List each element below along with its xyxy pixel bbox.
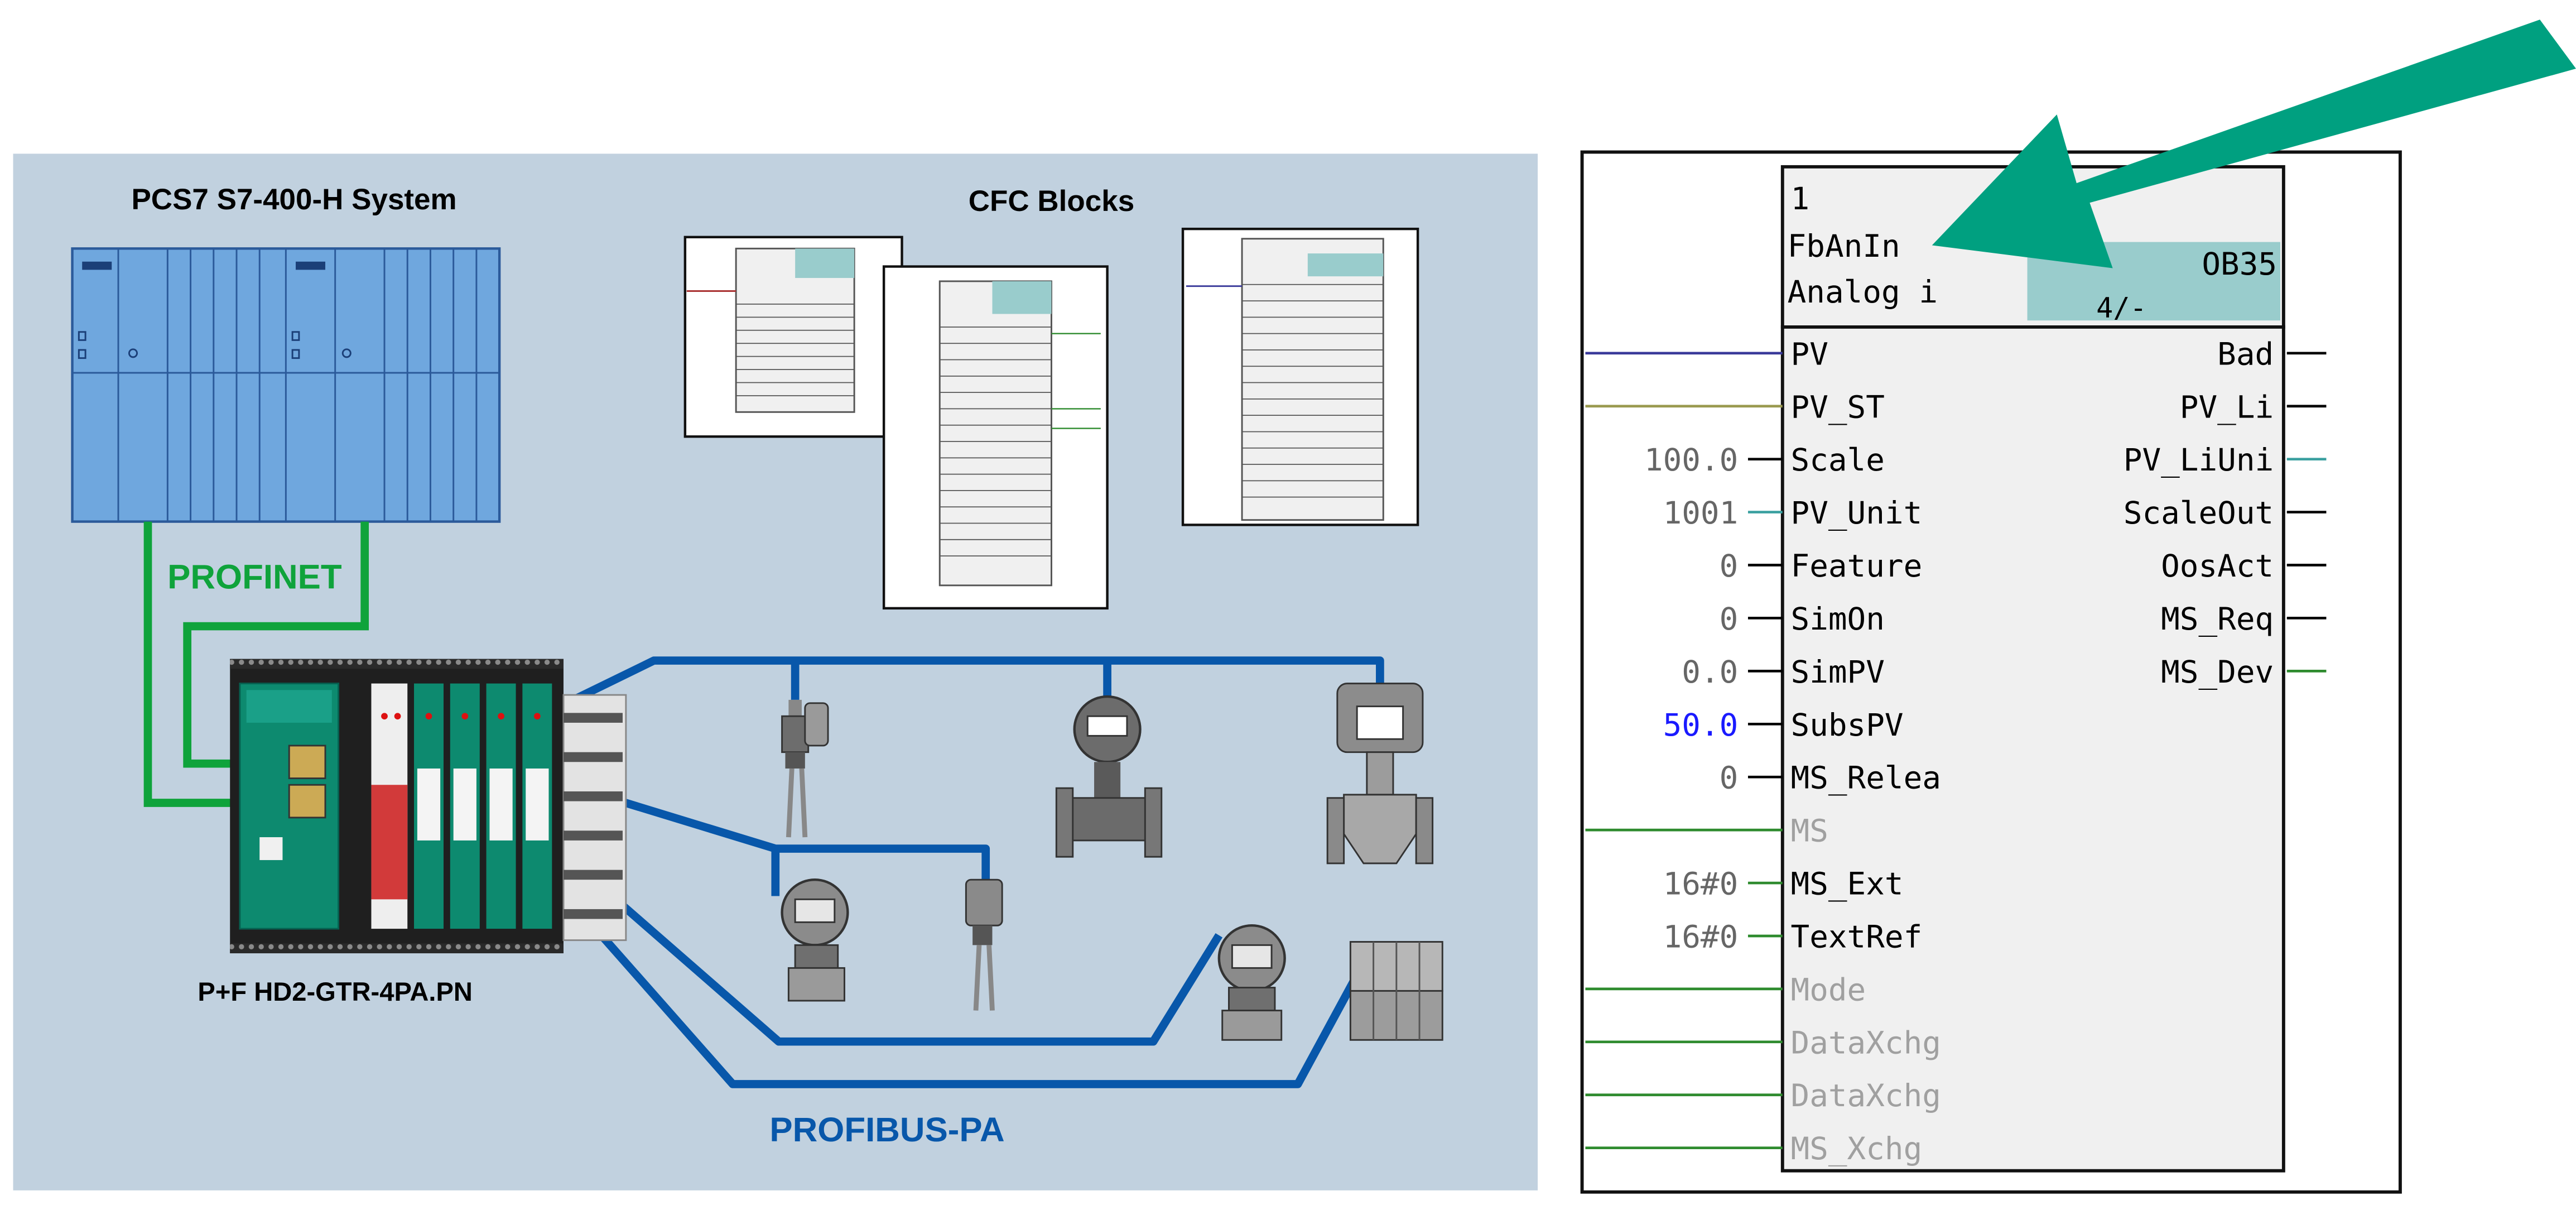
- input-pin-value: 0.0: [1682, 654, 1738, 690]
- output-pin-name: MS_Dev: [2161, 654, 2274, 690]
- block-name: Analog i: [1788, 274, 1938, 310]
- field-instrument-control-valve: [1326, 683, 1434, 865]
- gateway-label: P+F HD2-GTR-4PA.PN: [198, 977, 472, 1006]
- input-pin-value: 0: [1720, 601, 1739, 637]
- input-pin-name: MS: [1791, 813, 1828, 849]
- field-instrument-pressure-1: [781, 878, 849, 1002]
- cfc-thumbnail-1: [683, 236, 903, 438]
- field-instrument-level-switch-2: [965, 878, 1003, 1011]
- output-pin-name: OosAct: [2161, 548, 2274, 584]
- block-number: 1: [1791, 181, 1810, 217]
- output-pin-name: PV_LiUni: [2124, 442, 2274, 478]
- cfc-thumbnail-2: [882, 265, 1109, 610]
- plc-rack: [71, 247, 501, 523]
- output-pin-name: Bad: [2217, 336, 2274, 372]
- block-pins: PVPV_STScale100.0PV_Unit1001Feature0SimO…: [1585, 336, 2327, 1167]
- profibus-label: PROFIBUS-PA: [769, 1111, 1004, 1149]
- input-pin-value: 0: [1720, 760, 1739, 796]
- output-pin-name: MS_Req: [2161, 601, 2274, 637]
- input-pin-name: Mode: [1791, 972, 1866, 1009]
- function-block: 1 FbAnIn Analog i OB35 4/-: [1780, 165, 2285, 1173]
- input-pin-name: Feature: [1791, 548, 1923, 584]
- input-pin-name: Scale: [1791, 442, 1885, 478]
- green-arrow-icon: [1932, 20, 2576, 268]
- input-pin-name: SimPV: [1791, 654, 1885, 690]
- output-pin-name: ScaleOut: [2124, 495, 2274, 531]
- field-instrument-pressure-2: [1217, 924, 1286, 1041]
- profibus-cable: [564, 656, 1384, 1088]
- input-pin-value: 16#0: [1663, 919, 1739, 955]
- input-pin-name: DataXchg: [1791, 1078, 1941, 1114]
- block-ob: OB35: [2202, 246, 2277, 282]
- input-pin-name: PV_Unit: [1791, 495, 1923, 531]
- input-pin-name: DataXchg: [1791, 1025, 1941, 1061]
- input-pin-name: MS_Relea: [1791, 760, 1941, 796]
- input-pin-name: SubsPV: [1791, 707, 1904, 743]
- input-pin-value: 16#0: [1663, 866, 1739, 902]
- input-pin-name: PV_ST: [1791, 389, 1885, 425]
- input-pin-value: 50.0: [1663, 707, 1739, 743]
- field-instrument-flow-meter: [1055, 695, 1163, 858]
- cfc-thumbnail-3: [1181, 227, 1419, 526]
- input-pin-value: 0: [1720, 548, 1739, 584]
- gateway-device: [230, 659, 627, 954]
- block-type: FbAnIn: [1788, 228, 1900, 265]
- input-pin-name: SimOn: [1791, 601, 1885, 637]
- output-pin-name: PV_Li: [2180, 389, 2274, 425]
- input-pin-value: 100.0: [1644, 442, 1738, 478]
- plc-title: PCS7 S7-400-H System: [131, 183, 456, 216]
- input-pin-value: 1001: [1663, 495, 1739, 531]
- cfc-title: CFC Blocks: [969, 185, 1134, 218]
- input-pin-name: PV: [1791, 336, 1828, 372]
- block-cycle: 4/-: [2096, 291, 2146, 324]
- input-pin-name: MS_Ext: [1791, 866, 1904, 902]
- profinet-label: PROFINET: [167, 558, 342, 597]
- field-instrument-io-module: [1349, 941, 1443, 1041]
- input-pin-name: TextRef: [1791, 919, 1923, 955]
- field-instrument-level-switch-1: [781, 699, 829, 838]
- input-pin-name: MS_Xchg: [1791, 1131, 1923, 1167]
